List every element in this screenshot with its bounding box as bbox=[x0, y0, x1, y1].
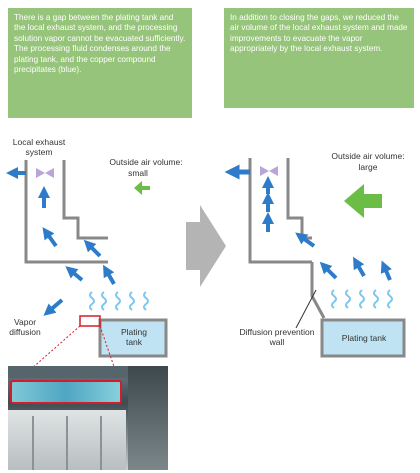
arrow-icon bbox=[295, 232, 316, 248]
arrow-icon bbox=[65, 266, 84, 282]
left-plating-tank bbox=[98, 318, 168, 358]
right-description-note: In addition to closing the gaps, we redu… bbox=[224, 8, 414, 108]
vapor-wave-icon bbox=[101, 291, 107, 311]
right-exhaust-duct bbox=[248, 158, 326, 319]
tank-photo bbox=[8, 366, 168, 470]
left-air-volume-label: Outside air volume: bbox=[109, 157, 183, 167]
vapor-wave-icon bbox=[387, 289, 393, 309]
vapor-wave-icon bbox=[89, 291, 95, 311]
left-tank-label: Plating tank bbox=[121, 327, 147, 347]
arrow-icon bbox=[42, 227, 58, 248]
precipitate-callout bbox=[79, 315, 101, 327]
outside-air-arrow-icon bbox=[134, 181, 150, 195]
vapor-diffusion-label: Vapor diffusion bbox=[9, 317, 41, 337]
fan-icon bbox=[260, 166, 278, 176]
right-plating-tank bbox=[320, 318, 406, 358]
vapor-wave-icon bbox=[143, 291, 149, 311]
diffusion-wall-label: Diffusion prevention wall bbox=[239, 327, 315, 347]
vapor-wave-icon bbox=[359, 289, 365, 309]
right-vapor-waves bbox=[331, 289, 393, 309]
exhaust-system-label: Local exhaust system bbox=[12, 137, 66, 157]
arrow-icon bbox=[353, 256, 366, 277]
left-air-volume-value: small bbox=[128, 168, 148, 178]
arrow-icon bbox=[43, 298, 64, 316]
right-tank-label: Plating tank bbox=[341, 333, 387, 343]
precipitate-highlight bbox=[10, 380, 122, 404]
arrow-icon bbox=[103, 264, 116, 285]
vapor-wave-icon bbox=[129, 291, 135, 311]
vapor-wave-icon bbox=[345, 289, 351, 309]
transition-arrow-icon bbox=[186, 205, 226, 287]
vapor-wave-icon bbox=[373, 289, 379, 309]
right-air-volume-label: Outside air volume: bbox=[331, 151, 405, 161]
left-exhaust-duct bbox=[24, 160, 108, 264]
arrow-icon bbox=[83, 239, 102, 258]
left-vapor-waves bbox=[89, 291, 149, 311]
arrow-icon bbox=[380, 260, 392, 281]
right-airflow-arrows bbox=[224, 164, 392, 281]
wall-leader bbox=[295, 289, 317, 329]
arrow-icon bbox=[319, 261, 338, 280]
right-air-volume-value: large bbox=[358, 162, 378, 172]
vapor-wave-icon bbox=[331, 289, 337, 309]
left-airflow-arrows bbox=[6, 167, 116, 316]
left-description-note: There is a gap between the plating tank … bbox=[8, 8, 192, 118]
fan-icon bbox=[36, 168, 54, 178]
vapor-wave-icon bbox=[115, 291, 121, 311]
outside-air-arrow-icon bbox=[344, 184, 382, 218]
